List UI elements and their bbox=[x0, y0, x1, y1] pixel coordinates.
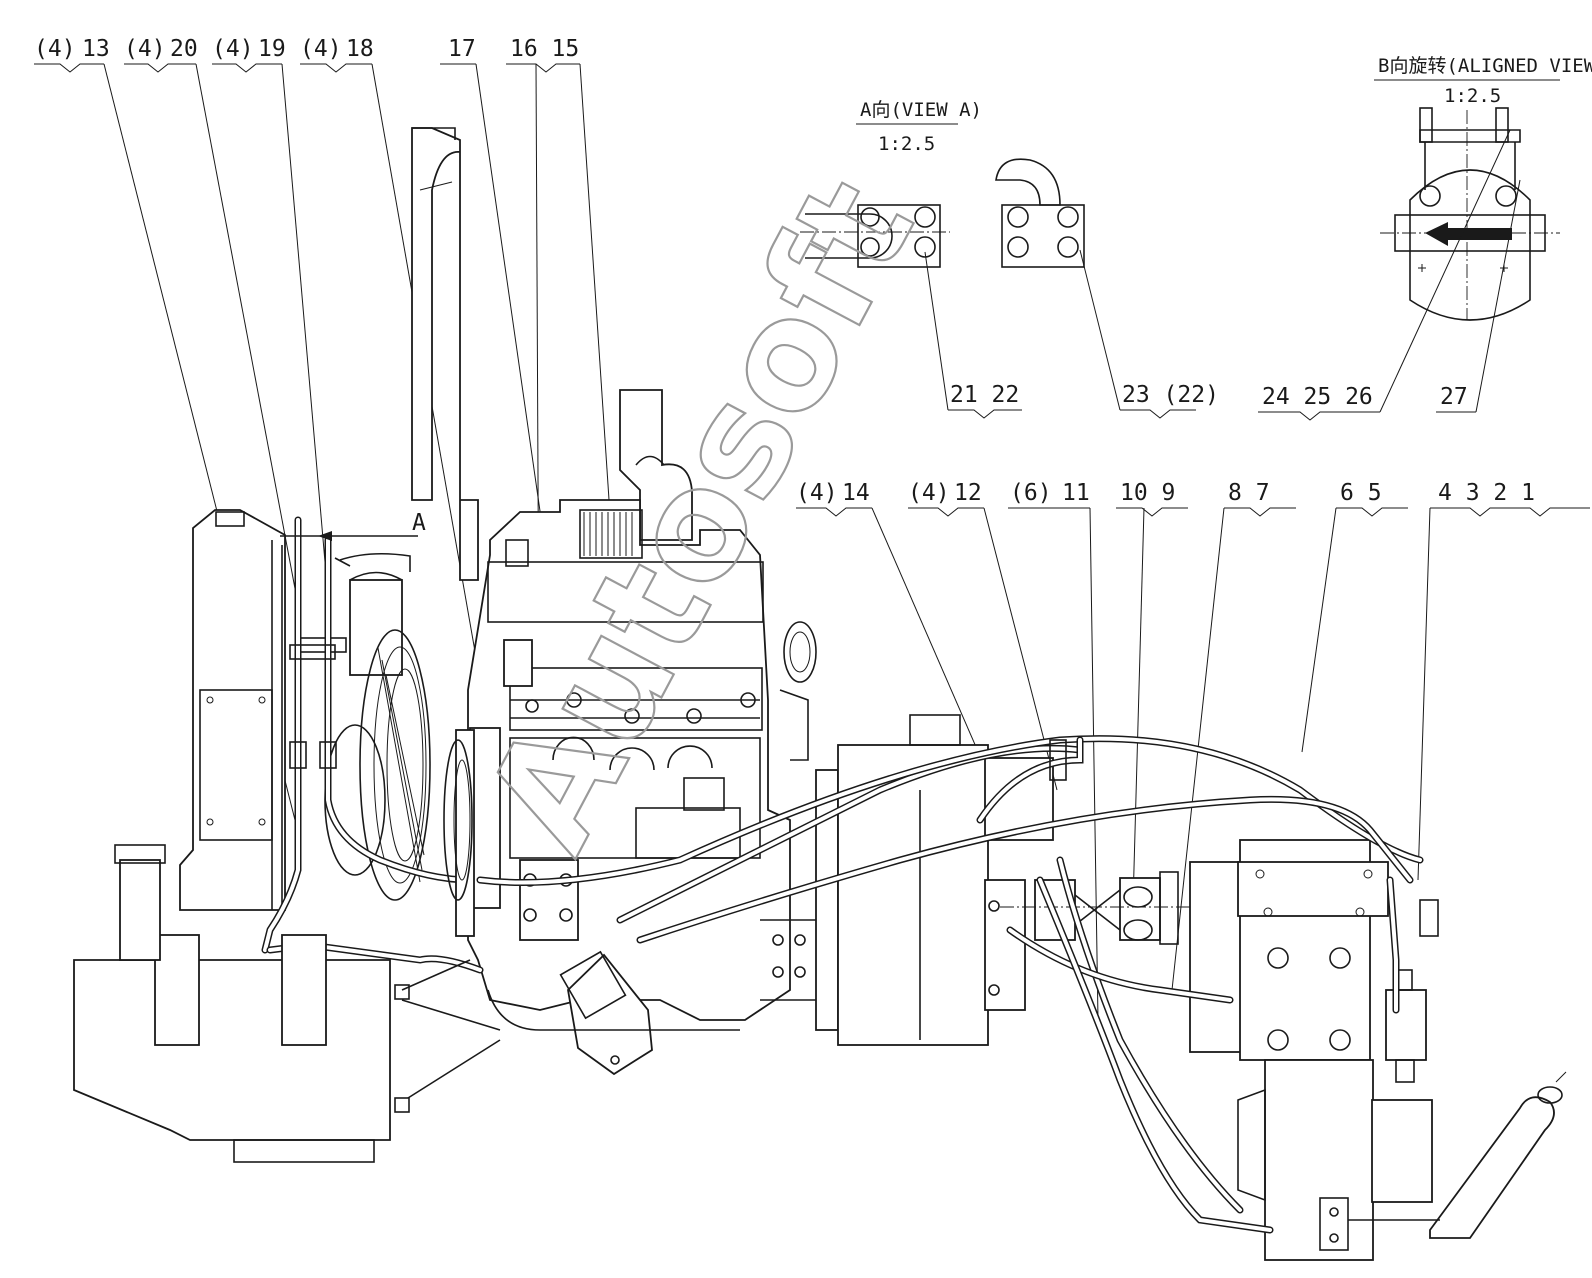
engine-alternator bbox=[503, 639, 533, 687]
callout-13-qty: (4) bbox=[34, 36, 76, 62]
leader-20 bbox=[195, 63, 301, 616]
callout-19-qty: (4) bbox=[212, 36, 254, 62]
view-b-direction-arrow bbox=[1425, 222, 1512, 246]
outlet-pipe bbox=[1429, 1096, 1555, 1239]
exhaust-elbow bbox=[619, 389, 693, 541]
control-valve bbox=[1385, 989, 1427, 1061]
callout-10-9: 10 9 bbox=[1120, 480, 1175, 506]
pressure-valve-block bbox=[1319, 1197, 1349, 1251]
callout-19-num: 19 bbox=[258, 36, 286, 62]
view-a-detail: A向(VIEW A) 1:2.5 21 22 23 (22) bbox=[800, 99, 1219, 419]
view-b-detail: B向旋转(ALIGNED VIEW B) 1:2.5 24 25 26 27 bbox=[1258, 55, 1592, 421]
expansion-tank bbox=[349, 579, 403, 676]
leader-6 bbox=[1301, 507, 1337, 753]
callout-21-22: 21 22 bbox=[950, 382, 1019, 408]
callout-18-num: 18 bbox=[346, 36, 374, 62]
callout-12-qty: (4) bbox=[908, 480, 950, 506]
leader-11 bbox=[1089, 507, 1099, 1021]
hydraulic-pump-group bbox=[1000, 839, 1567, 1261]
callout-23-22: 23 (22) bbox=[1122, 382, 1219, 408]
view-a-elbow bbox=[995, 158, 1061, 206]
callout-18-qty: (4) bbox=[300, 36, 342, 62]
engine-air-filter bbox=[579, 509, 643, 559]
engine-valve-cover bbox=[487, 561, 764, 623]
exhaust-pipe bbox=[411, 127, 479, 581]
callout-27: 27 bbox=[1440, 384, 1468, 410]
callout-13-bracket bbox=[34, 63, 104, 73]
cooling-fan bbox=[359, 629, 431, 901]
callout-20-num: 20 bbox=[170, 36, 198, 62]
callout-24-25-26: 24 25 26 bbox=[1262, 384, 1373, 410]
radiator-shroud bbox=[179, 509, 286, 911]
callout-group-right: (4) 14 (4) 12 (6) 11 10 9 8 7 6 5 4 3 2 … bbox=[796, 480, 1590, 1021]
tank-filler-neck bbox=[119, 859, 161, 961]
view-b-scale: 1:2.5 bbox=[1444, 85, 1501, 107]
coupling-flange bbox=[984, 879, 1026, 1011]
view-a-title: A向(VIEW A) bbox=[860, 99, 982, 121]
leader-19 bbox=[281, 63, 331, 621]
view-b-housing bbox=[1409, 169, 1531, 321]
callout-20-bracket bbox=[124, 63, 196, 73]
hydraulic-tank-body bbox=[73, 959, 391, 1141]
exhaust-stack bbox=[411, 127, 693, 581]
callout-14-qty: (4) bbox=[796, 480, 838, 506]
tank-bracket-right bbox=[281, 934, 327, 1046]
callout-6-5: 6 5 bbox=[1340, 480, 1382, 506]
view-a-scale: 1:2.5 bbox=[878, 133, 935, 155]
callout-13-num: 13 bbox=[82, 36, 110, 62]
callout-11-qty: (6) bbox=[1010, 480, 1052, 506]
callout-19-bracket bbox=[212, 63, 282, 73]
callout-16-15-num: 16 15 bbox=[510, 36, 579, 62]
view-a-pipe bbox=[805, 213, 893, 259]
hydraulic-hoses bbox=[266, 735, 1424, 1234]
callout-17-num: 17 bbox=[448, 36, 476, 62]
callout-4-3-2-1: 4 3 2 1 bbox=[1438, 480, 1535, 506]
hydraulic-tank bbox=[73, 844, 501, 1163]
direction-marker-a: A bbox=[412, 510, 426, 536]
view-b-title: B向旋转(ALIGNED VIEW B) bbox=[1378, 55, 1592, 77]
callout-20-qty: (4) bbox=[124, 36, 166, 62]
callout-14-num: 14 bbox=[842, 480, 870, 506]
leader-10 bbox=[1131, 507, 1145, 941]
callout-16-15-bracket bbox=[506, 63, 580, 73]
view-a-flange-2 bbox=[1001, 204, 1085, 268]
view-a-flange-1 bbox=[857, 204, 941, 268]
leader-4 bbox=[1417, 507, 1431, 881]
callout-12-num: 12 bbox=[954, 480, 982, 506]
starter-solenoid bbox=[567, 953, 653, 1076]
tank-bracket-left bbox=[154, 934, 200, 1046]
callout-18-bracket bbox=[300, 63, 372, 73]
engine-block bbox=[443, 499, 821, 1076]
engine-oil-filter-block bbox=[519, 859, 579, 941]
engine-fuel-rail bbox=[509, 667, 763, 731]
radiator-assembly: A bbox=[179, 509, 474, 954]
secondary-pump bbox=[1264, 1059, 1374, 1261]
flywheel-housing bbox=[815, 714, 1054, 1046]
callout-8-7: 8 7 bbox=[1228, 480, 1270, 506]
engine-pulley-stack bbox=[455, 729, 475, 937]
callout-11-num: 11 bbox=[1062, 480, 1090, 506]
